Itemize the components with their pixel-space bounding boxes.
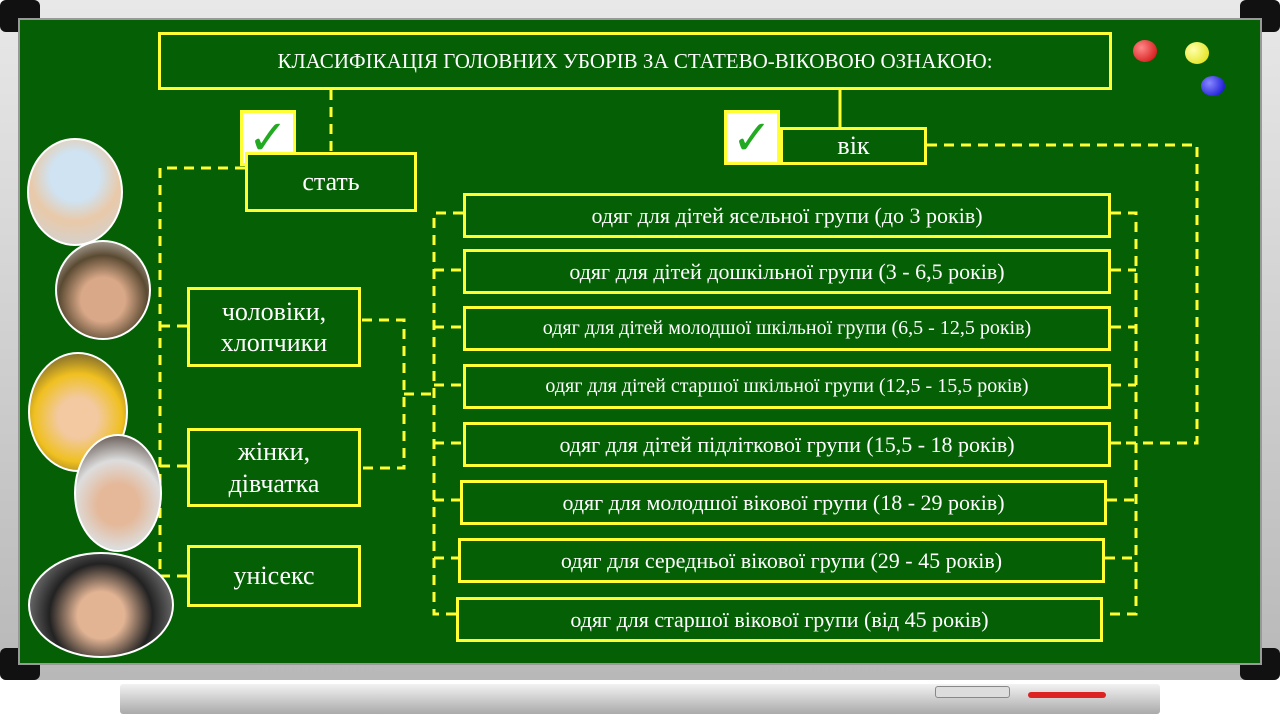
gender-women-box: жінки, дівчатка	[187, 428, 361, 507]
yellow-magnet-icon	[1185, 42, 1209, 64]
age-group-box: одяг для молодшої вікової групи (18 - 29…	[460, 480, 1107, 525]
check-icon: ✓	[724, 110, 780, 166]
gender-men-box: чоловіки, хлопчики	[187, 287, 361, 367]
eraser-icon	[935, 686, 1010, 698]
gender-unisex-box: унісекс	[187, 545, 361, 607]
marker-icon	[1028, 692, 1106, 698]
boy-hat-photo	[27, 138, 123, 246]
page-title: КЛАСИФІКАЦІЯ ГОЛОВНИХ УБОРІВ ЗА СТАТЕВО-…	[158, 32, 1112, 90]
gender-category-box: стать	[245, 152, 417, 212]
age-group-box: одяг для дітей дошкільної групи (3 - 6,5…	[463, 249, 1111, 294]
age-group-box: одяг для середньої вікової групи (29 - 4…	[458, 538, 1105, 583]
age-group-box: одяг для дітей ясельної групи (до 3 рокі…	[463, 193, 1111, 238]
age-group-box: одяг для дітей підліткової групи (15,5 -…	[463, 422, 1111, 467]
couple-beanies-photo	[28, 552, 174, 658]
red-magnet-icon	[1133, 40, 1157, 62]
man-cap-photo	[55, 240, 151, 340]
age-group-box: одяг для дітей молодшої шкільної групи (…	[463, 306, 1111, 351]
blue-magnet-icon	[1201, 76, 1225, 96]
age-group-box: одяг для дітей старшої шкільної групи (1…	[463, 364, 1111, 409]
age-category-box: вік	[780, 127, 927, 165]
age-group-box: одяг для старшої вікової групи (від 45 р…	[456, 597, 1103, 642]
woman-beanie-photo	[74, 434, 162, 552]
